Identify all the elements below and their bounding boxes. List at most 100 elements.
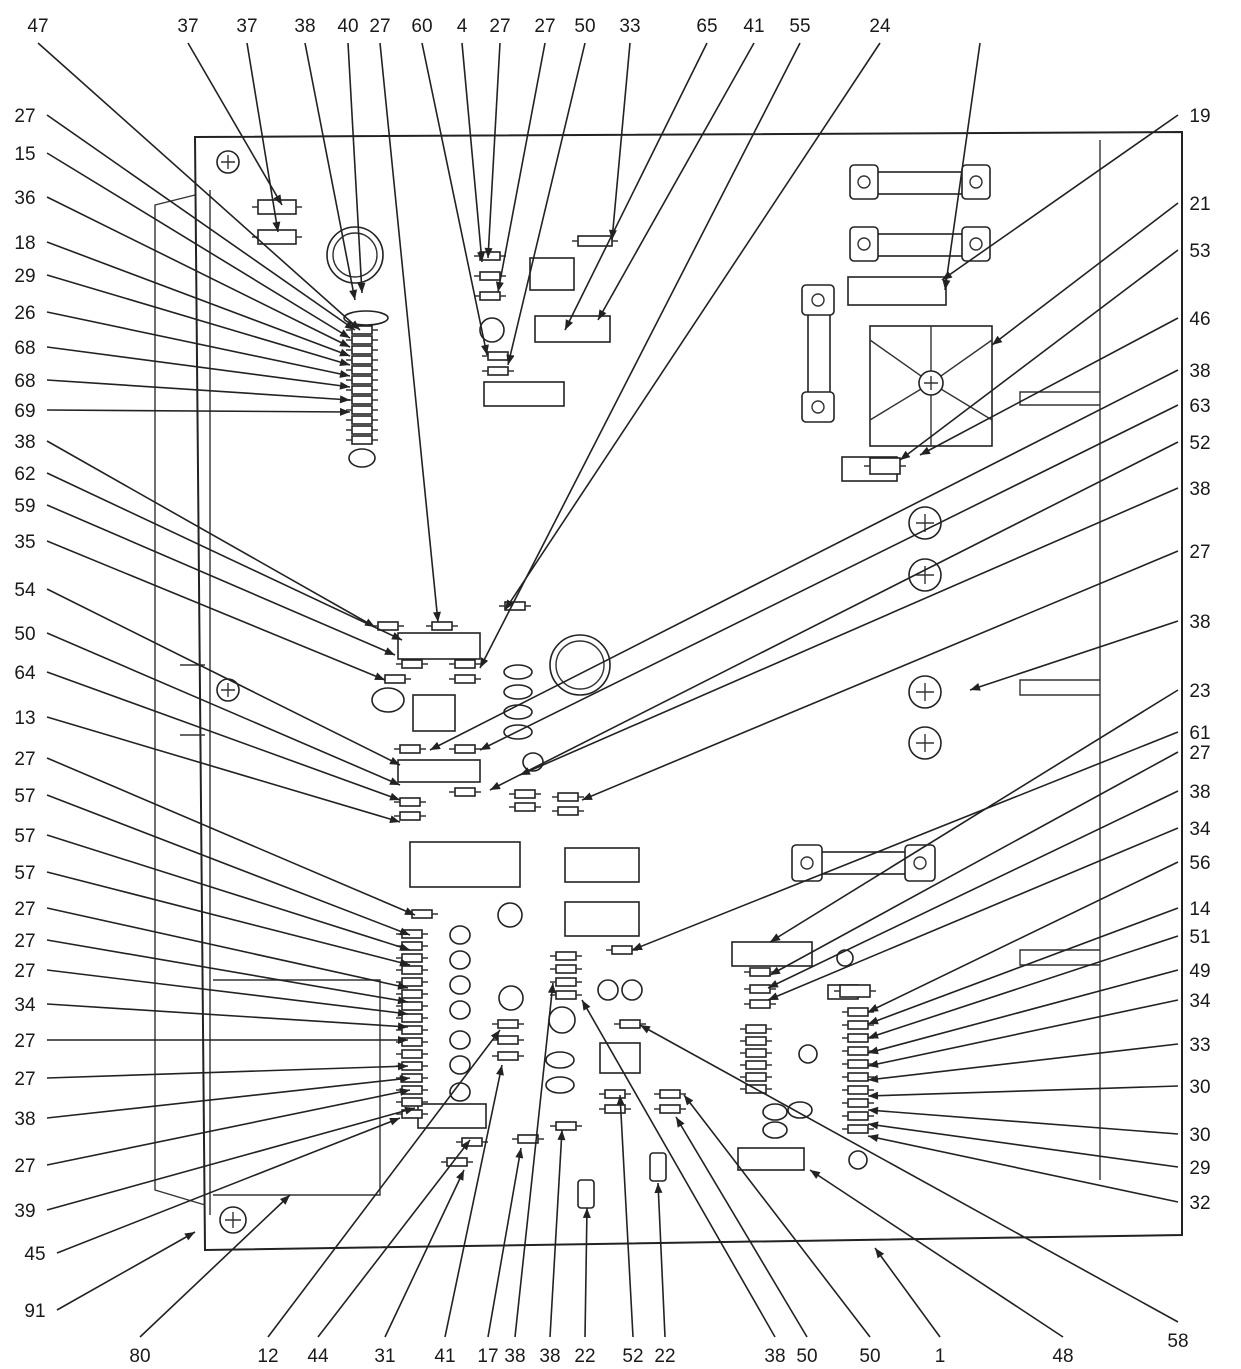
callout-number: 54 <box>14 580 36 601</box>
resistor <box>401 1001 423 1011</box>
resistor <box>604 1104 626 1114</box>
resistor <box>745 1024 767 1034</box>
resistor <box>555 990 577 1000</box>
callout-number: 23 <box>1189 681 1210 702</box>
resistor <box>377 621 399 631</box>
callout-number: 45 <box>24 1244 45 1265</box>
callout-number: 38 <box>504 1346 525 1367</box>
resistor <box>454 744 476 754</box>
callout-number: 50 <box>796 1346 817 1367</box>
callout-number: 51 <box>1189 927 1210 948</box>
leader-line <box>867 935 1179 1039</box>
callout-number: 35 <box>14 532 35 553</box>
callout-number: 31 <box>374 1346 395 1367</box>
arrowhead <box>433 611 441 622</box>
arrowhead <box>654 1183 663 1194</box>
callout-number: 33 <box>619 16 640 37</box>
arrowhead <box>398 1036 408 1044</box>
leader-line <box>767 827 1179 1001</box>
leader-line <box>769 751 1179 976</box>
leader-line <box>46 1089 411 1166</box>
resistor <box>557 792 579 802</box>
resistor <box>411 909 433 919</box>
arrowhead <box>992 335 1003 345</box>
arrowhead <box>339 370 350 378</box>
callout-number: 1 <box>935 1346 946 1367</box>
resistor <box>257 229 297 245</box>
arrowhead <box>520 767 531 775</box>
resistor <box>401 1013 423 1023</box>
arrowhead <box>496 1065 504 1076</box>
leader-line <box>46 274 351 366</box>
arrowhead <box>616 1095 625 1106</box>
resistor <box>401 977 423 987</box>
callout-number: 38 <box>1189 612 1210 633</box>
arrowhead <box>481 344 489 355</box>
arrowhead <box>868 1121 879 1130</box>
callout-number: 21 <box>1189 194 1210 215</box>
leader-line <box>46 757 416 916</box>
callout-number: 26 <box>14 303 35 324</box>
resistor <box>399 811 421 821</box>
arrowhead <box>273 194 282 205</box>
leader-line <box>429 369 1179 751</box>
leader-line <box>497 42 546 293</box>
fuse-holders <box>791 164 991 882</box>
arrowhead <box>399 927 410 936</box>
leader-line <box>597 42 755 321</box>
callout-number: 80 <box>129 1346 150 1367</box>
arrowhead <box>389 1117 400 1126</box>
arrowhead <box>404 1106 415 1115</box>
callout-number: 38 <box>1189 782 1210 803</box>
leader-line <box>487 1147 522 1338</box>
callout-number: 50 <box>574 16 595 37</box>
leader-line <box>581 999 776 1338</box>
callout-number: 69 <box>14 401 35 422</box>
callout-number: 58 <box>1167 1331 1188 1352</box>
resistor <box>611 945 633 955</box>
leader-line <box>867 1135 1179 1203</box>
leader-line <box>187 42 283 206</box>
leader-line <box>867 1109 1179 1135</box>
arrowhead <box>397 1022 408 1031</box>
arrowhead <box>868 1106 879 1115</box>
arrowhead <box>770 966 781 975</box>
callout-number: 38 <box>1189 361 1210 382</box>
resistor <box>351 395 373 405</box>
leader-line <box>657 1182 666 1338</box>
resistor <box>487 366 509 376</box>
leader-line <box>769 689 1179 943</box>
resistor <box>454 787 476 797</box>
arrowhead <box>505 599 514 610</box>
leader-line <box>267 1029 501 1338</box>
resistor <box>399 744 421 754</box>
leader-line <box>46 907 409 989</box>
arrowhead <box>868 1060 879 1068</box>
resistor <box>745 1048 767 1058</box>
resistor <box>604 1089 626 1099</box>
arrowhead <box>339 395 350 404</box>
resistor <box>659 1104 681 1114</box>
arrowhead <box>272 221 281 232</box>
arrowhead <box>490 781 501 790</box>
leader-line <box>489 441 1179 791</box>
leader-line <box>46 152 351 339</box>
callout-number: 27 <box>1189 743 1210 764</box>
arrowhead <box>868 1004 879 1012</box>
small-parts <box>449 664 868 1170</box>
callout-number: 12 <box>257 1346 278 1367</box>
arrowhead <box>900 450 911 460</box>
arrowhead <box>582 792 593 800</box>
resistor <box>847 1033 869 1043</box>
arrowhead <box>339 329 350 338</box>
arrowhead <box>810 1170 821 1179</box>
callout-number: 56 <box>1189 853 1210 874</box>
arrowhead <box>397 1008 408 1017</box>
callout-number: 4 <box>457 16 468 37</box>
callout-number: 17 <box>477 1346 498 1367</box>
arrowhead <box>868 1031 879 1039</box>
leader-line <box>564 42 708 331</box>
leader-line <box>304 42 356 301</box>
resistor <box>401 659 423 669</box>
